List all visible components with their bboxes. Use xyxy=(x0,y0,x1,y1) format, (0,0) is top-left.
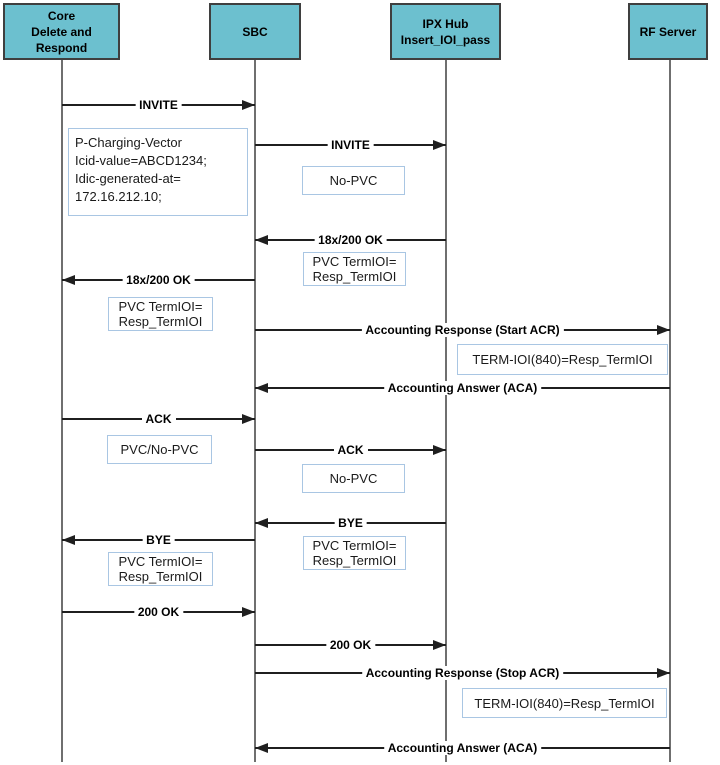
actor-box-rf: RF Server xyxy=(628,3,708,60)
arrowhead-icon xyxy=(433,640,446,650)
arrowhead-icon xyxy=(255,235,268,245)
actor-label-core: Delete and xyxy=(31,24,92,39)
actor-label-sbc: SBC xyxy=(242,24,268,39)
note-text: PVC TermIOI= xyxy=(312,538,397,553)
note-box: TERM-IOI(840)=Resp_TermIOI xyxy=(462,688,667,718)
actor-label-core: Core xyxy=(47,8,76,23)
message-label: 18x/200 OK xyxy=(314,233,387,247)
message-label: INVITE xyxy=(135,98,182,112)
note-text: Resp_TermIOI xyxy=(312,553,397,568)
note-text: TERM-IOI(840)=Resp_TermIOI xyxy=(474,695,655,711)
lifeline-core xyxy=(61,60,63,762)
note-box: No-PVC xyxy=(302,166,405,195)
message-label: ACK xyxy=(333,443,368,457)
arrowhead-icon xyxy=(255,743,268,753)
arrowhead-icon xyxy=(433,140,446,150)
arrowhead-icon xyxy=(657,668,670,678)
note-text: Resp_TermIOI xyxy=(312,269,397,284)
note-text: PVC TermIOI= xyxy=(118,554,203,569)
note-box: PVC TermIOI=Resp_TermIOI xyxy=(108,552,213,586)
lifeline-sbc xyxy=(254,60,256,762)
note-text: PVC TermIOI= xyxy=(118,299,203,314)
message-label: BYE xyxy=(334,516,367,530)
message-label: 18x/200 OK xyxy=(122,273,195,287)
lifeline-rf xyxy=(669,60,671,762)
arrowhead-icon xyxy=(62,535,75,545)
note-box: TERM-IOI(840)=Resp_TermIOI xyxy=(457,344,668,375)
message-label: 200 OK xyxy=(325,638,376,652)
arrowhead-icon xyxy=(657,325,670,335)
message-label: BYE xyxy=(142,533,175,547)
note-box: PVC TermIOI=Resp_TermIOI xyxy=(303,252,406,286)
message-label: INVITE xyxy=(327,138,374,152)
lifeline-ipx xyxy=(445,60,447,762)
arrowhead-icon xyxy=(242,414,255,424)
actor-label-rf: RF Server xyxy=(639,24,697,39)
message-label: Accounting Answer (ACA) xyxy=(383,741,542,755)
message-label: 200 OK xyxy=(133,605,184,619)
note-box: PVC/No-PVC xyxy=(107,435,212,464)
note-text: Idic-generated-at= xyxy=(75,171,181,186)
arrowhead-icon xyxy=(255,518,268,528)
arrowhead-icon xyxy=(242,100,255,110)
arrowhead-icon xyxy=(433,445,446,455)
message-label: Accounting Response (Start ACR) xyxy=(361,323,564,337)
note-text: No-PVC xyxy=(329,173,378,188)
message-label: Accounting Response (Stop ACR) xyxy=(361,666,564,680)
actor-label-ipx: Insert_IOI_pass xyxy=(400,32,491,47)
arrowhead-icon xyxy=(62,275,75,285)
note-text: PVC/No-PVC xyxy=(120,442,199,457)
note-text: TERM-IOI(840)=Resp_TermIOI xyxy=(472,352,653,367)
arrowhead-icon xyxy=(255,383,268,393)
note-text: 172.16.212.10; xyxy=(75,189,162,204)
note-text: Resp_TermIOI xyxy=(118,569,203,584)
actor-box-sbc: SBC xyxy=(209,3,301,60)
arrowhead-icon xyxy=(242,607,255,617)
note-box: PVC TermIOI=Resp_TermIOI xyxy=(108,297,213,331)
message-label: ACK xyxy=(141,412,176,426)
note-text: Icid-value=ABCD1234; xyxy=(75,153,207,168)
note-text: Resp_TermIOI xyxy=(118,314,203,329)
note-text: PVC TermIOI= xyxy=(312,254,397,269)
note-text: P-Charging-Vector xyxy=(75,135,182,150)
note-text: No-PVC xyxy=(329,471,378,486)
actor-label-core: Respond xyxy=(35,40,88,55)
note-box: PVC TermIOI=Resp_TermIOI xyxy=(303,536,406,570)
message-label: Accounting Answer (ACA) xyxy=(383,381,542,395)
actor-label-ipx: IPX Hub xyxy=(422,16,469,31)
note-box: No-PVC xyxy=(302,464,405,493)
